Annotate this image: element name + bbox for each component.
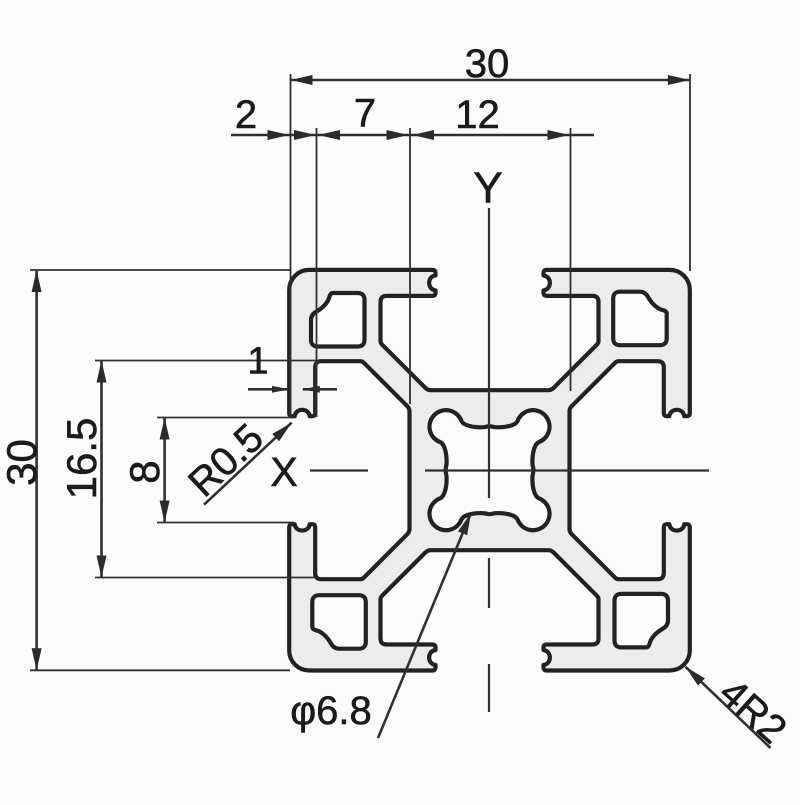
svg-text:Y: Y xyxy=(473,164,502,213)
svg-text:30: 30 xyxy=(465,42,510,86)
svg-text:φ6.8: φ6.8 xyxy=(290,689,372,733)
svg-text:R0.5: R0.5 xyxy=(180,416,272,506)
svg-text:12: 12 xyxy=(455,93,500,137)
svg-text:4R2: 4R2 xyxy=(711,670,795,752)
svg-text:2: 2 xyxy=(235,93,257,137)
svg-text:16.5: 16.5 xyxy=(58,418,105,500)
svg-text:7: 7 xyxy=(354,92,376,136)
svg-text:8: 8 xyxy=(121,460,168,483)
svg-text:30: 30 xyxy=(0,439,45,486)
svg-text:X: X xyxy=(270,449,297,495)
svg-text:1: 1 xyxy=(247,341,268,383)
